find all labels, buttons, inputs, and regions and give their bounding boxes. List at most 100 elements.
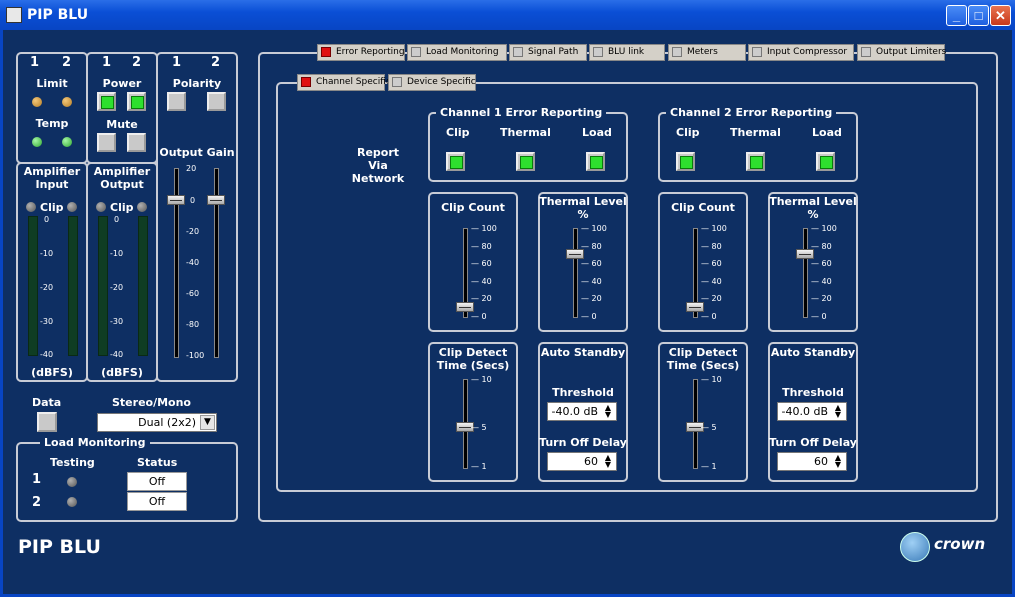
gain-tick-m40: -40 bbox=[186, 258, 200, 267]
spinner-icon[interactable]: ▲▼ bbox=[604, 453, 612, 469]
gain-track-ch2 bbox=[214, 168, 219, 358]
load-testing-led-1 bbox=[67, 477, 77, 487]
ch1-scale-tick: — 0 bbox=[471, 312, 487, 321]
ch1-detect-tick: — 5 bbox=[471, 423, 487, 432]
input-clip-led-ch1 bbox=[26, 202, 36, 212]
mute-button-ch1[interactable] bbox=[97, 133, 116, 152]
ch2-thermal-report-button[interactable] bbox=[746, 152, 765, 171]
ch1-thermal-report-button[interactable] bbox=[516, 152, 535, 171]
ch2-scale-tick: — 20 bbox=[811, 294, 832, 304]
load-testing-led-2 bbox=[67, 497, 77, 507]
output-clip-label: Clip bbox=[110, 201, 134, 214]
tab-label: Error Reporting bbox=[336, 47, 405, 57]
output-clip-led-ch2 bbox=[137, 202, 147, 212]
app-icon bbox=[6, 7, 22, 23]
ch2-threshold-input[interactable]: -40.0 dB▲▼ bbox=[777, 402, 847, 421]
data-label: Data bbox=[32, 396, 62, 409]
ch1-clip-detect-group bbox=[428, 342, 518, 482]
ch1-clip-count-slider[interactable] bbox=[456, 302, 474, 313]
ch2-auto-standby-group bbox=[768, 342, 858, 482]
gain-slider-ch1[interactable] bbox=[167, 195, 185, 205]
ch1-thermal-level-label: Thermal Level % bbox=[539, 195, 627, 221]
tab-channel-specific[interactable]: Channel Specific bbox=[297, 74, 391, 91]
ch2-turn-off-delay-input[interactable]: 60▲▼ bbox=[777, 452, 847, 471]
gain-tick-0: 0 bbox=[190, 196, 196, 205]
ch1-thermal-label: Thermal bbox=[500, 126, 551, 139]
limit-label: Limit bbox=[36, 77, 68, 90]
ch1-thermal-slider[interactable] bbox=[566, 249, 584, 260]
ch1-scale-tick: — 40 bbox=[471, 276, 492, 286]
tab-signal-path[interactable]: Signal Path bbox=[509, 44, 587, 61]
close-button[interactable]: ✕ bbox=[990, 5, 1011, 26]
ch1-clip-detect-slider[interactable] bbox=[456, 422, 474, 432]
ch2-detect-tick: — 5 bbox=[701, 423, 717, 432]
ch1-turn-off-delay-input[interactable]: 60▲▼ bbox=[547, 452, 617, 471]
tab-device-specific[interactable]: Device Specific bbox=[388, 74, 476, 91]
output-tick-0: 0 bbox=[114, 215, 120, 224]
tab-output-limiters[interactable]: Output Limiters bbox=[857, 44, 946, 61]
stereo-mono-select[interactable]: Dual (2x2)▼ bbox=[97, 413, 217, 432]
limit-led-ch2 bbox=[62, 97, 72, 107]
ch1-scale-tick: — 60 bbox=[471, 259, 492, 269]
ch2-detect-tick: — 1 bbox=[701, 462, 717, 471]
load-row1-ch: 1 bbox=[32, 472, 42, 487]
ch2-load-report-button[interactable] bbox=[816, 152, 835, 171]
mute-button-ch2[interactable] bbox=[127, 133, 146, 152]
spinner-icon[interactable]: ▲▼ bbox=[604, 403, 612, 419]
ch2-scale-tick: — 100 bbox=[701, 224, 727, 233]
ch1-auto-standby-label: Auto Standby bbox=[540, 346, 626, 359]
data-button[interactable] bbox=[37, 412, 57, 432]
tab-input-compressor[interactable]: Input Compressor bbox=[748, 44, 854, 61]
tab-meters[interactable]: Meters bbox=[668, 44, 746, 61]
ch1-clip-label: Clip bbox=[446, 126, 470, 139]
ch2-clip-count-slider[interactable] bbox=[686, 302, 704, 313]
gain-slider-ch2[interactable] bbox=[207, 195, 225, 205]
gain-tick-m60: -60 bbox=[186, 289, 200, 298]
ch1-error-group bbox=[428, 112, 628, 182]
ch1-threshold-input[interactable]: -40.0 dB▲▼ bbox=[547, 402, 617, 421]
tab-indicator-icon bbox=[513, 47, 523, 57]
gain-tick-m20: -20 bbox=[186, 227, 200, 236]
polarity-button-ch1[interactable] bbox=[167, 92, 186, 111]
maximize-button[interactable]: □ bbox=[968, 5, 989, 26]
polarity-label: Polarity bbox=[172, 77, 222, 90]
ch2-thermal-track bbox=[803, 228, 808, 318]
power-button-ch1[interactable] bbox=[97, 92, 116, 111]
load-monitoring-title: Load Monitoring bbox=[40, 436, 150, 449]
load-status-2: Off bbox=[127, 492, 187, 511]
ch1-clip-count-group bbox=[428, 192, 518, 332]
tab-label: Channel Specific bbox=[316, 77, 391, 87]
spinner-icon[interactable]: ▲▼ bbox=[834, 453, 842, 469]
output-unit-label: (dBFS) bbox=[101, 366, 143, 379]
tab-indicator-icon bbox=[593, 47, 603, 57]
ch2-scale-tick: — 0 bbox=[701, 312, 717, 321]
ch2-clip-label: Clip bbox=[676, 126, 700, 139]
ch1-clip-report-button[interactable] bbox=[446, 152, 465, 171]
ch2-clip-report-button[interactable] bbox=[676, 152, 695, 171]
tab-label: Input Compressor bbox=[767, 47, 848, 57]
stereo-mono-label: Stereo/Mono bbox=[112, 396, 191, 409]
polarity-button-ch2[interactable] bbox=[207, 92, 226, 111]
tab-load-monitoring[interactable]: Load Monitoring bbox=[407, 44, 507, 61]
tab-indicator-icon bbox=[861, 47, 871, 57]
ch1-threshold-label: Threshold bbox=[552, 386, 614, 399]
ch1-scale-tick: — 100 bbox=[581, 224, 607, 233]
ch2-load-label: Load bbox=[812, 126, 842, 139]
ch1-load-report-button[interactable] bbox=[586, 152, 605, 171]
tab-error-reporting[interactable]: Error Reporting bbox=[317, 44, 405, 61]
tab-blu-link[interactable]: BLU link bbox=[589, 44, 665, 61]
tab-label: Load Monitoring bbox=[426, 47, 499, 57]
power-button-ch2[interactable] bbox=[127, 92, 146, 111]
ch2-scale-tick: — 40 bbox=[811, 276, 832, 286]
input-tick-40: -40 bbox=[40, 350, 54, 359]
testing-label: Testing bbox=[50, 456, 95, 469]
tab-label: Meters bbox=[687, 47, 718, 57]
input-unit-label: (dBFS) bbox=[31, 366, 73, 379]
ch2-thermal-slider[interactable] bbox=[796, 249, 814, 260]
minimize-button[interactable]: _ bbox=[946, 5, 967, 26]
spinner-icon[interactable]: ▲▼ bbox=[834, 403, 842, 419]
tab-indicator-icon bbox=[411, 47, 421, 57]
input-meter-ch1 bbox=[28, 216, 38, 356]
ch2-clip-detect-slider[interactable] bbox=[686, 422, 704, 432]
gain-tick-20: 20 bbox=[186, 164, 197, 173]
